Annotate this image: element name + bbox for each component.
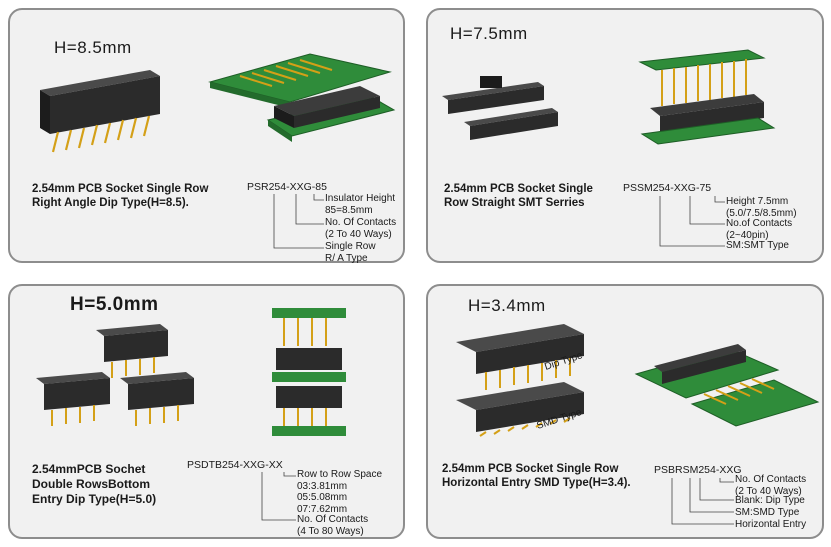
- legend-dip-type: Blank: Dip Type: [735, 495, 805, 506]
- panel-psr254: H=8.5mm 2.54mm PCB Socket Sing: [8, 8, 405, 264]
- height-label: H=7.5mm: [450, 24, 528, 43]
- series-title: 2.54mm PCB Socket Single Row Horizontal …: [442, 463, 631, 489]
- height-label: H=8.5mm: [54, 38, 132, 57]
- callout-lines: [671, 478, 734, 525]
- series-title: 2.54mmPCB Sochet Double RowsBottom Entry…: [32, 462, 157, 506]
- panel-pssm254: H=7.5mm 2.54mm PCB Socket Single Row Str…: [426, 8, 824, 263]
- height-label: H=3.4mm: [468, 296, 546, 315]
- horizontal-entry-socket-illustration: [456, 324, 820, 437]
- legend-smd-type: SM:SMD Type: [735, 507, 800, 518]
- legend-contacts: No. Of Contacts (2 To 40 Ways): [325, 217, 397, 240]
- legend-contacts: No.of Contacts (2~40pin): [726, 218, 793, 241]
- legend-height: Height 7.5mm (5.0/7.5/8.5mm): [726, 196, 797, 219]
- callout-lines: [273, 194, 324, 249]
- callout-lines: [261, 472, 296, 521]
- legend-contacts: No. Of Contacts (4 To 80 Ways): [297, 514, 369, 537]
- part-number: PSSM254-XXG-75: [623, 182, 712, 194]
- legend-smt-type: SM:SMT Type: [726, 240, 789, 251]
- height-label: H=5.0mm: [70, 294, 159, 315]
- legend-contacts: No. Of Contacts (2 To 40 Ways): [735, 474, 807, 497]
- part-number: PSR254-XXG-85: [247, 181, 327, 193]
- right-angle-socket-illustration: [40, 53, 396, 153]
- part-number: PSBRSM254-XXG: [654, 464, 742, 476]
- series-title: 2.54mm PCB Socket Single Row Right Angle…: [32, 183, 209, 209]
- double-row-socket-illustration: [36, 308, 346, 436]
- legend-row-spacing: Row to Row Space 03:3.81mm 05:5.08mm 07:…: [297, 469, 383, 515]
- smt-socket-illustration: [442, 49, 776, 145]
- legend-row-type: Single Row R/ A Type: [325, 241, 376, 264]
- callout-lines: [659, 196, 725, 247]
- part-number: PSDTB254-XXG-XX: [187, 459, 283, 471]
- legend-insulator-height: Insulator Height 85=8.5mm: [325, 193, 396, 216]
- panel-psbrsm254: H=3.4mm Dip Type SMD Type 2.54mm PCB Soc…: [426, 284, 824, 539]
- legend-horizontal-entry: Horizontal Entry: [735, 519, 807, 530]
- series-title: 2.54mm PCB Socket Single Row Straight SM…: [444, 183, 593, 209]
- panel-psdtb254: H=5.0mm 2.54mmPCB Sochet Double RowsBott…: [8, 284, 405, 539]
